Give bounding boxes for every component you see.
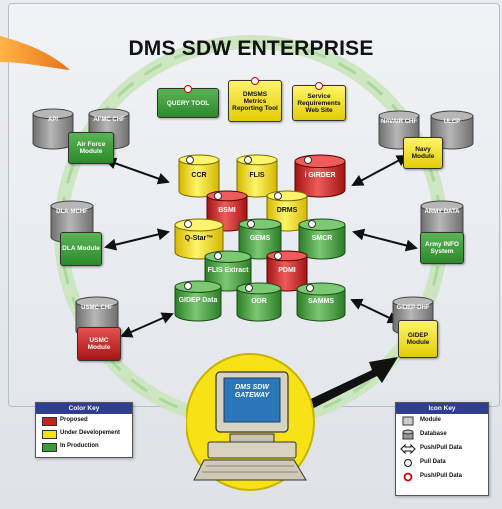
core-database-label: ODR xyxy=(251,298,267,305)
core-database-label: GIDEP Data xyxy=(178,297,218,304)
pull-data-indicator-icon xyxy=(214,192,223,200)
database-icon xyxy=(402,429,414,440)
dla-arrow xyxy=(104,228,170,251)
color-key: Color Key Proposed Under Developement In… xyxy=(35,402,133,458)
core-database-gems: GEMS xyxy=(238,218,282,260)
color-key-title: Color Key xyxy=(36,403,132,414)
navy-arrow xyxy=(351,155,409,186)
icon-key-push-pull-circle: Push/Pull Data xyxy=(396,470,488,484)
usmc-arrow xyxy=(120,312,174,338)
external-database-label: NAVAIR CHF xyxy=(380,119,418,125)
gateway-arrow xyxy=(300,357,398,412)
usmc-module: USMC Module xyxy=(77,327,121,361)
external-database-label: USMC CHF xyxy=(81,305,113,311)
pull-data-indicator-icon xyxy=(186,156,195,164)
pull-data-indicator-icon xyxy=(184,220,192,228)
service-requirements-box: Service Requirements Web Site xyxy=(292,82,346,121)
core-database-flis-extract: FLIS Extract xyxy=(204,250,252,292)
push-pull-indicator-icon xyxy=(315,82,323,90)
external-database-label: ULCP xyxy=(443,119,461,125)
service-requirements-label: Service Requirements Web Site xyxy=(297,92,341,114)
external-database-label: GIDEP-DHF xyxy=(396,305,430,311)
air-force-module-label: Air Force Module xyxy=(76,140,106,156)
core-database-label: DRMS xyxy=(276,207,298,214)
navy-module: Navy Module xyxy=(403,137,443,169)
query-tool-label: QUERY TOOL xyxy=(166,99,210,107)
gidep-module-label: GIDEP Module xyxy=(406,331,430,347)
gidep-arrow xyxy=(350,298,400,324)
core-database-label: i GIRDER xyxy=(304,172,336,179)
pull-data-indicator-icon xyxy=(274,192,283,200)
push-pull-circle-icon xyxy=(403,472,413,482)
icon-key-database: Database xyxy=(396,428,488,442)
color-key-in-production: In Production xyxy=(36,440,132,453)
air-force-module: Air Force Module xyxy=(68,132,114,164)
external-database-ulcp: ULCP xyxy=(430,110,474,150)
core-database-ccr: CCR xyxy=(178,154,220,198)
push-pull-indicator-icon xyxy=(251,77,259,85)
core-database-label: PDMI xyxy=(278,267,296,274)
external-database-label: AFMC CHF xyxy=(93,117,125,123)
external-database-label: API xyxy=(47,117,58,123)
gidep-module: GIDEP Module xyxy=(398,320,438,358)
core-database-samms: SAMMS xyxy=(296,282,346,322)
core-database-odr: ODR xyxy=(236,282,282,322)
query-tool-box: QUERY TOOL xyxy=(157,85,219,118)
army-info-system-label: Army INFO System xyxy=(425,240,459,256)
icon-key-title: Icon Key xyxy=(396,403,488,414)
dmsms-metrics-label: DMSMS Metrics Reporting Tool xyxy=(232,90,278,112)
push-pull-indicator-icon xyxy=(184,85,192,93)
pull-circle-icon xyxy=(403,458,413,468)
icon-key-pull: Pull Data xyxy=(396,456,488,470)
core-database-label: GEMS xyxy=(249,235,271,242)
core-database-label: SAMMS xyxy=(307,298,335,305)
usmc-module-label: USMC Module xyxy=(87,336,111,352)
pull-data-indicator-icon xyxy=(306,284,314,292)
dla-module: DLA Module xyxy=(60,232,102,266)
color-key-proposed: Proposed xyxy=(36,414,132,427)
module-icon xyxy=(402,416,414,426)
gateway-computer xyxy=(186,353,315,491)
pull-data-indicator-icon xyxy=(213,252,222,260)
airforce-arrow xyxy=(104,157,170,185)
core-database-label: FLIS Extract xyxy=(207,267,249,274)
icon-key-module: Module xyxy=(396,414,488,428)
core-database-label: SMCR xyxy=(311,235,333,242)
icon-key: Icon Key Module Database Push/Pull Data … xyxy=(395,402,489,496)
core-database-label: FLIS xyxy=(249,172,265,179)
army-info-system: Army INFO System xyxy=(420,232,464,264)
dla-module-label: DLA Module xyxy=(62,245,100,253)
army-arrow xyxy=(352,228,418,252)
icon-key-push-pull-arrow: Push/Pull Data xyxy=(396,442,488,456)
pull-data-indicator-icon xyxy=(246,220,255,228)
orange-swoosh xyxy=(0,36,70,70)
pull-data-indicator-icon xyxy=(304,156,313,164)
color-key-under-development: Under Developement xyxy=(36,427,132,440)
navy-module-label: Navy Module xyxy=(411,145,435,161)
pull-data-indicator-icon xyxy=(307,220,316,228)
core-database-igirder: i GIRDER xyxy=(294,154,346,198)
core-database-label: BSMI xyxy=(218,207,236,214)
core-database-gidep-data: GIDEP Data xyxy=(174,280,222,322)
core-database-label: Q-Star™ xyxy=(184,235,214,242)
pull-data-indicator-icon xyxy=(244,156,253,164)
pull-data-indicator-icon xyxy=(183,282,192,290)
page-title: DMS SDW ENTERPRISE xyxy=(128,37,374,60)
external-database-label: ARMY DATA xyxy=(424,209,460,215)
double-arrow-icon xyxy=(400,444,416,454)
gateway-label: DMS SDW GATEWAY xyxy=(234,384,270,399)
dmsms-metrics-box: DMSMS Metrics Reporting Tool xyxy=(228,77,282,122)
external-database-label: DLA-MCHF xyxy=(56,209,88,215)
pull-data-indicator-icon xyxy=(274,252,283,260)
pull-data-indicator-icon xyxy=(245,284,254,292)
core-database-qstar: Q-Star™ xyxy=(174,218,224,260)
core-database-label: CCR xyxy=(191,172,207,179)
core-database-smcr: SMCR xyxy=(298,218,346,260)
